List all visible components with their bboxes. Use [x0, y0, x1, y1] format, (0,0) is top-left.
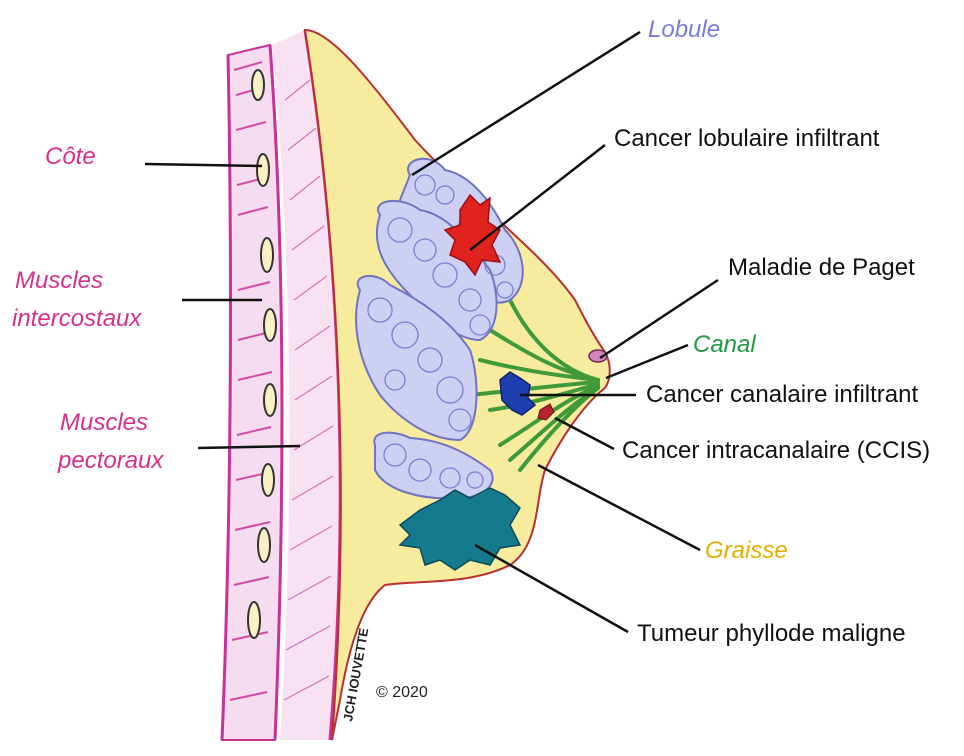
label-cancer-canalaire: Cancer canalaire infiltrant	[646, 381, 918, 408]
label-graisse: Graisse	[705, 537, 788, 564]
label-lobule: Lobule	[648, 16, 720, 43]
label-maladie-paget: Maladie de Paget	[728, 254, 915, 281]
label-cote: Côte	[45, 143, 96, 170]
label-canal: Canal	[693, 331, 756, 358]
label-muscles-pectoraux-2: pectoraux	[57, 447, 164, 474]
label-cancer-lobulaire: Cancer lobulaire infiltrant	[614, 125, 880, 152]
label-tumeur-phyllode: Tumeur phyllode maligne	[637, 620, 906, 647]
label-muscles-pectoraux-1: Muscles	[60, 409, 148, 436]
label-cancer-intracanalaire: Cancer intracanalaire (CCIS)	[622, 437, 930, 464]
label-muscles-intercostaux-2: intercostaux	[12, 305, 142, 332]
copyright-text: © 2020	[376, 684, 428, 701]
label-muscles-intercostaux-1: Muscles	[15, 267, 103, 294]
